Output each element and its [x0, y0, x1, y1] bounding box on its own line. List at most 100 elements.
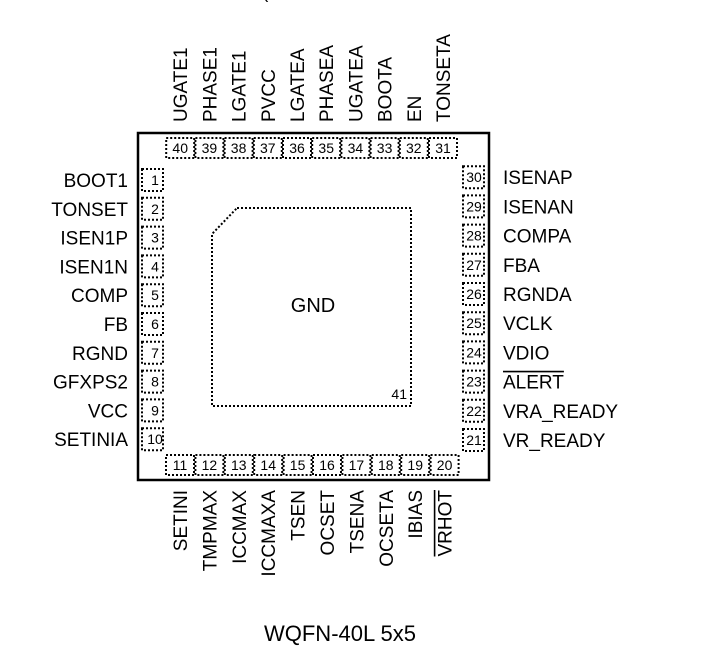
package-name: WQFN-40L 5x5	[264, 621, 416, 646]
pin-name-gfxps2: GFXPS2	[53, 373, 128, 394]
pin-pad	[369, 137, 400, 159]
pin-name-iccmaxa: ICCMAXA	[259, 490, 280, 577]
pin-number: 9	[151, 402, 159, 418]
pin-name-isen1p: ISEN1P	[60, 229, 128, 250]
pin-group-bottom: 11SETINI12TMPMAX13ICCMAX14ICCMAXA15TSEN1…	[165, 454, 460, 577]
pin-pad	[462, 165, 485, 190]
pin-name-vra-ready: VRA_READY	[503, 402, 618, 423]
pin-name-tonset: TONSET	[51, 200, 128, 221]
pin-pad	[462, 398, 485, 423]
pin-pad	[462, 340, 485, 365]
pin-number: 13	[231, 457, 247, 473]
pin-number: 32	[406, 140, 422, 156]
pin-pad	[429, 454, 460, 476]
pin-name-lgatea: LGATEA	[288, 48, 309, 122]
pin-pad	[141, 283, 164, 308]
pin-name-boota: BOOTA	[376, 57, 397, 122]
pin-9: 9 VCC	[88, 398, 164, 423]
pin-pad	[141, 398, 164, 423]
pin-number: 24	[466, 344, 482, 360]
pin-number: 14	[260, 457, 276, 473]
pin-pad	[428, 137, 458, 159]
pin-name-tsena: TSENA	[347, 490, 368, 554]
pin-number: 1	[151, 172, 159, 188]
pin-32: 32 EN	[398, 96, 429, 159]
pin-number: 17	[349, 457, 365, 473]
pin-name-tsen: TSEN	[289, 490, 310, 541]
pin-33: 33 BOOTA	[369, 57, 400, 159]
pin-29: 29 ISENAN	[462, 194, 574, 219]
pin-name-ugatea: UGATEA	[346, 45, 367, 122]
center-label: GND	[291, 295, 335, 317]
exposed-pad	[211, 207, 412, 407]
pin-number: 27	[466, 257, 482, 273]
pin-pad	[253, 454, 284, 476]
pin-number: 15	[290, 457, 306, 473]
pin-name-tonseta: TONSETA	[434, 34, 455, 122]
pin-pad	[194, 137, 225, 159]
pin-pad	[462, 223, 485, 248]
pin-pad	[370, 454, 401, 476]
pin-name-compa: COMPA	[503, 227, 572, 248]
pin-name-en: EN	[405, 96, 426, 122]
pin-27: 27 FBA	[462, 252, 540, 277]
pin-name-ocset: OCSET	[318, 490, 339, 556]
pin-pad	[462, 252, 485, 277]
pin-name-isen1n: ISEN1N	[59, 257, 128, 278]
pin-number: 21	[466, 432, 482, 448]
pin-pad	[141, 196, 164, 221]
pin-pad	[165, 454, 195, 476]
pin-name-vcc: VCC	[88, 401, 128, 422]
pin-number: 25	[466, 315, 482, 331]
pin-pad	[141, 340, 164, 365]
pin-name-lgate1: LGATE1	[230, 51, 251, 122]
pin-36: 36 LGATEA	[282, 48, 312, 159]
pin-number: 18	[378, 457, 394, 473]
pin-number: 33	[377, 140, 393, 156]
pin-name-rgnd: RGND	[72, 344, 128, 365]
pin-pad	[141, 225, 164, 250]
pin-number: 36	[289, 140, 305, 156]
pin-name-pvcc: PVCC	[259, 69, 280, 122]
pin-name-fba: FBA	[503, 256, 540, 277]
pin-name-tmpmax: TMPMAX	[200, 490, 221, 572]
pin-pad	[252, 137, 283, 159]
pin-number: 7	[151, 345, 159, 361]
pin-number: 16	[319, 457, 335, 473]
pin-number: 29	[466, 198, 482, 214]
pin-name-vr-ready: VR_READY	[503, 431, 606, 452]
pin-pad	[223, 137, 254, 159]
pin-number: 40	[172, 140, 188, 156]
pin-pad	[462, 194, 485, 219]
pin-number: 19	[407, 457, 423, 473]
pin-pad	[141, 168, 164, 192]
pin-number: 23	[466, 374, 482, 390]
epad-number: 41	[391, 386, 407, 402]
pin-name-isenan: ISENAN	[503, 197, 574, 218]
pin-pad	[312, 454, 342, 476]
top-title-fragment: (	[262, 0, 269, 3]
pin-number: 30	[466, 169, 482, 185]
pin-pad	[311, 137, 342, 159]
pin-name-vrhot: VRHOT	[436, 490, 457, 557]
